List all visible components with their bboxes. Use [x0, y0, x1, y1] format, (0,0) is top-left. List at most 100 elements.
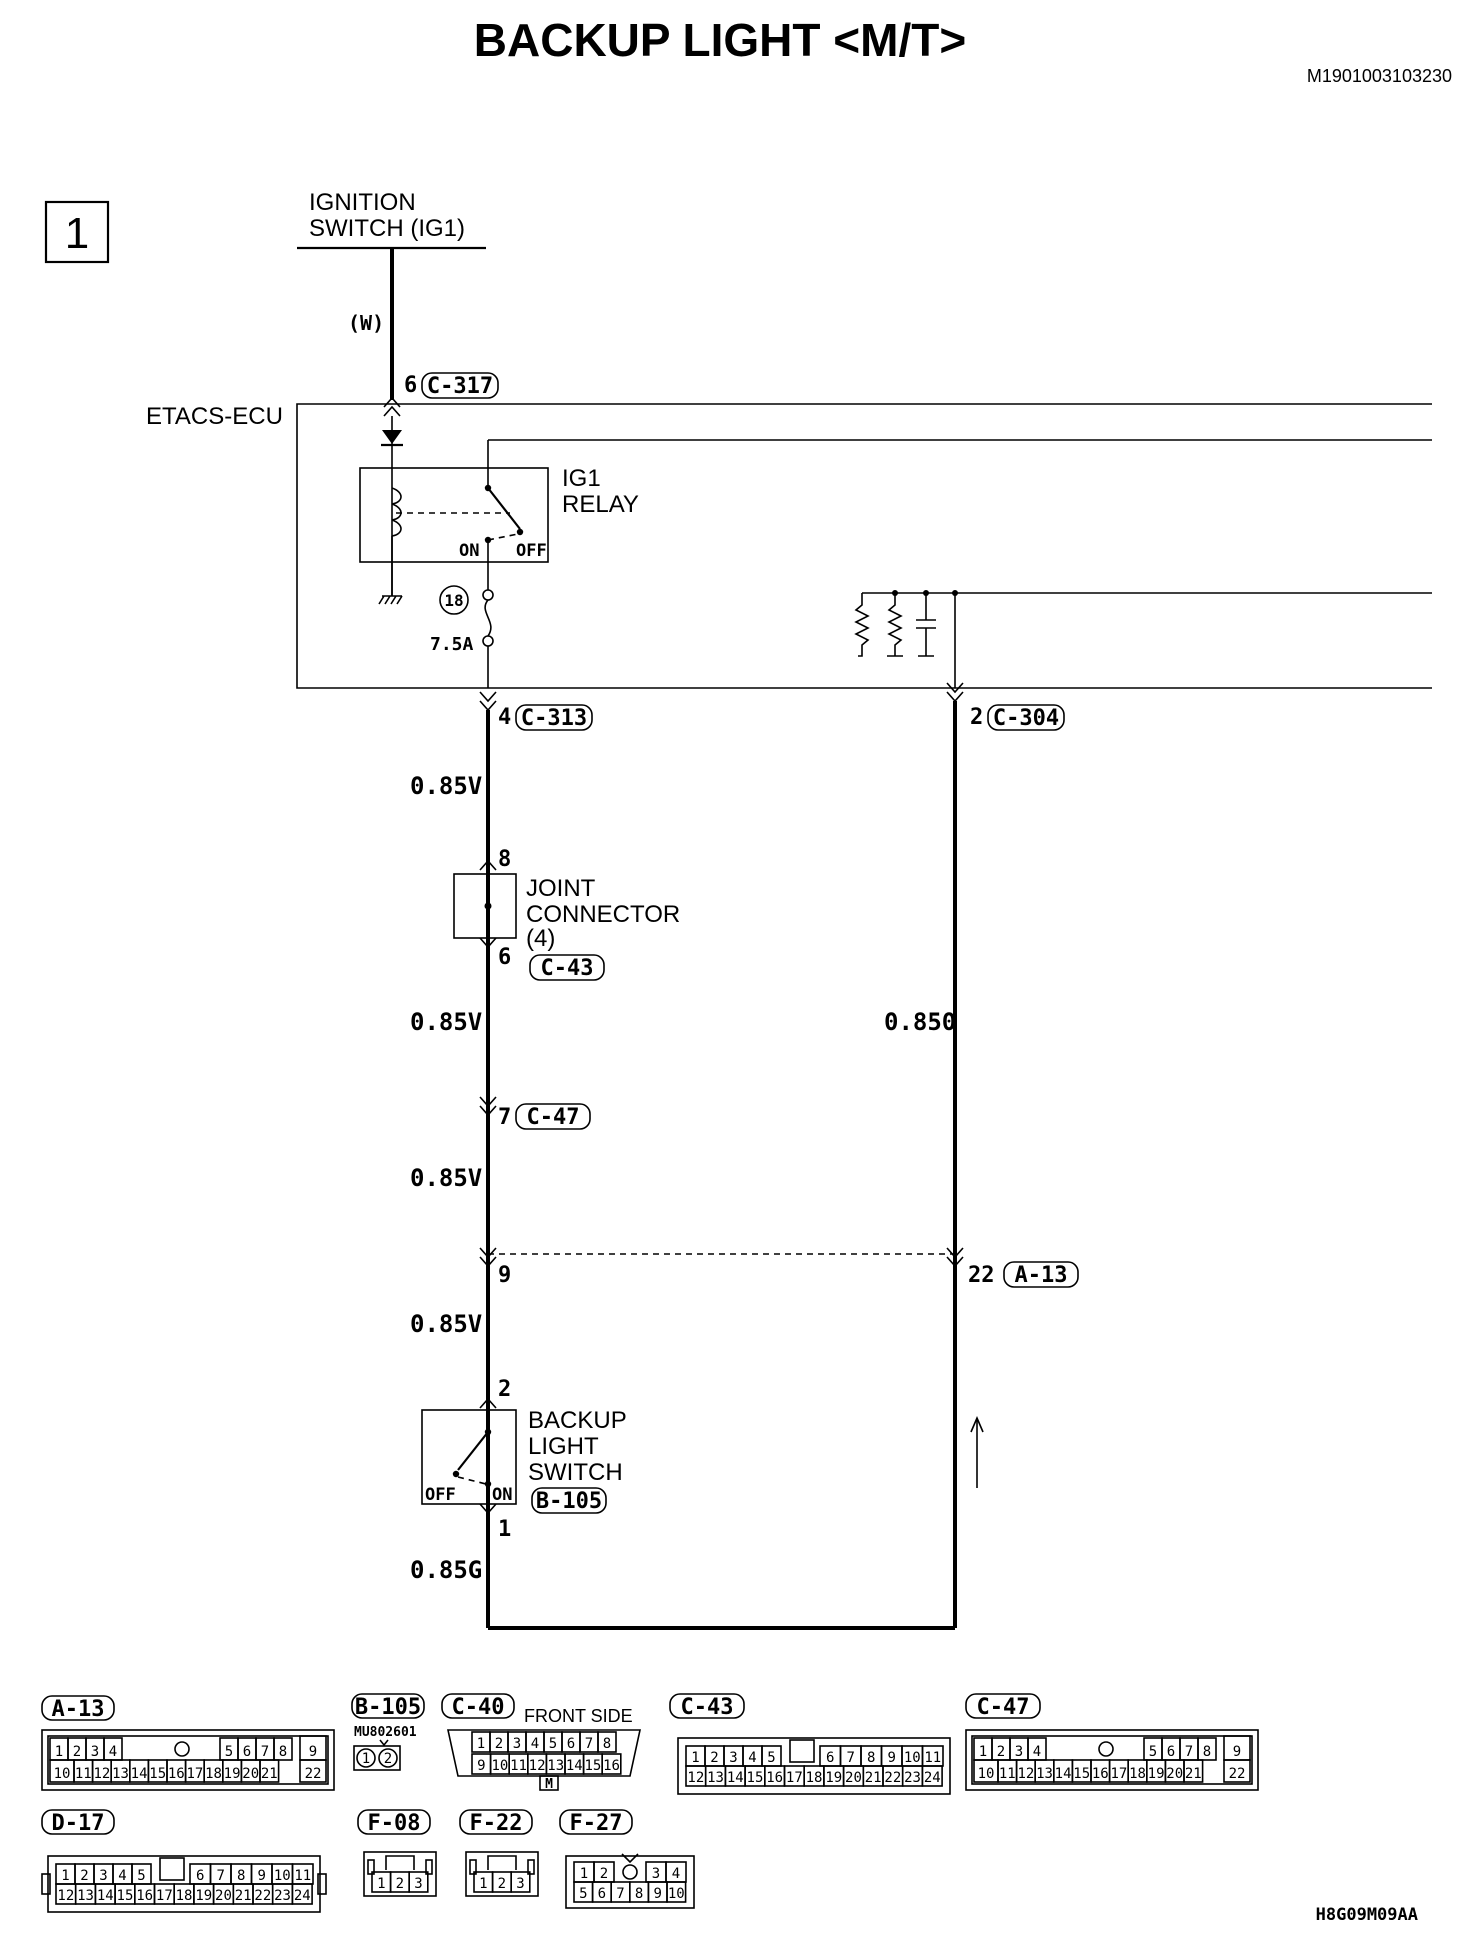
wire-label-5: 0.85G: [410, 1556, 482, 1584]
a13-pin-2: 2: [73, 1744, 81, 1760]
fuse-icon: [484, 599, 492, 637]
c43-pin-3: 3: [729, 1750, 737, 1766]
c40-pin-16: 16: [603, 1758, 620, 1774]
joint-connector-junction: [484, 902, 492, 910]
a13-pin-3: 3: [91, 1744, 99, 1760]
conn-tag-c40-label: C-40: [452, 1695, 505, 1720]
d17-pin-1: 1: [61, 1868, 69, 1884]
f22-housing: [465, 1851, 539, 1897]
fuse-number-circle: [439, 585, 469, 615]
joint-pin-6: 6: [498, 945, 511, 970]
d17-pin-19: 19: [195, 1888, 212, 1904]
conn-tag-d17: [41, 1809, 115, 1835]
conn-tag-f27-label: F-27: [570, 1811, 623, 1836]
relay-label-2: RELAY: [562, 491, 639, 518]
switch-pin-2: 2: [498, 1377, 511, 1402]
a13-pin-22: 22: [305, 1766, 322, 1782]
conn-tag-f27: [559, 1809, 633, 1835]
c43-pin-13: 13: [707, 1770, 724, 1786]
d17-housing: [47, 1855, 321, 1913]
connector-mark-switch-bottom: [479, 1503, 497, 1515]
connector-mark-c47: [479, 1096, 497, 1117]
switch-arm: [457, 1431, 489, 1471]
c47-pin-14: 14: [1055, 1766, 1072, 1782]
c43-housing: [677, 1737, 951, 1795]
conn-tag-f22: [459, 1809, 533, 1835]
c40-pin-12: 12: [529, 1758, 546, 1774]
a13-inner: [47, 1735, 329, 1785]
conn-label-c47: C-47: [527, 1105, 580, 1130]
switch-label-2: LIGHT: [528, 1433, 599, 1460]
conn-tag-c43: [669, 1693, 745, 1719]
c47-housing: [965, 1729, 1259, 1791]
d17-pin-6: 6: [196, 1868, 204, 1884]
c47-pin-10: 10: [978, 1766, 995, 1782]
switch-label-1: BACKUP: [528, 1407, 627, 1434]
c40-pin-7: 7: [585, 1736, 593, 1752]
c47-pin-22: 22: [1229, 1766, 1246, 1782]
conn-box-b105: [531, 1487, 607, 1514]
conn-tag-f08-label: F-08: [368, 1811, 421, 1836]
f08-rib-right: [425, 1859, 433, 1875]
c47-pin-13: 13: [1036, 1766, 1053, 1782]
d17-ear-left: [41, 1873, 51, 1895]
b105-housing: [353, 1745, 401, 1771]
connector-mark-joint-top: [479, 859, 497, 871]
a13-pin-15: 15: [149, 1766, 166, 1782]
c40-pin-11: 11: [510, 1758, 527, 1774]
c40-pin-1: 1: [477, 1736, 485, 1752]
joint-label-2: CONNECTOR: [526, 901, 680, 928]
d17-pin-18: 18: [176, 1888, 193, 1904]
a13-lock-icon: [174, 1741, 190, 1757]
conn-box-c317: [421, 372, 499, 399]
wire-label-right: 0.850: [884, 1008, 956, 1036]
switch-label-3: SWITCH: [528, 1459, 623, 1486]
c47-cell-8: [1197, 1737, 1217, 1761]
a13-pin-9: 9: [309, 1744, 317, 1760]
conn-tag-f22-label: F-22: [470, 1811, 523, 1836]
a13-pin-17: 17: [186, 1766, 203, 1782]
a13-pin-9: 9: [498, 1263, 511, 1288]
c43-lock-icon: [789, 1739, 815, 1763]
d17-lock-icon: [159, 1857, 185, 1881]
c47-pin-1: 1: [979, 1744, 987, 1760]
c47-pin-21: 21: [1185, 1766, 1202, 1782]
relay-off-label: OFF: [516, 541, 547, 561]
c40-pin-4: 4: [531, 1736, 539, 1752]
f27-lock-icon: [622, 1864, 638, 1880]
f22-pin-3: 3: [516, 1876, 524, 1892]
switch-off-contact: [452, 1470, 460, 1478]
d17-pin-24: 24: [294, 1888, 311, 1904]
d17-pin-20: 20: [215, 1888, 232, 1904]
conn-box-c313: [515, 704, 593, 731]
c43-pin-16: 16: [766, 1770, 783, 1786]
f08-cell-3: [408, 1871, 429, 1893]
b105-key: [379, 1739, 389, 1747]
c40-pin-5: 5: [549, 1736, 557, 1752]
relay-contact-dash: [487, 533, 519, 541]
b105-part-number: MU802601: [354, 1725, 417, 1740]
joint-label-1: JOINT: [526, 875, 596, 902]
relay-on-label: ON: [459, 541, 479, 561]
resistor-icon-1: [854, 593, 870, 657]
d17-pin-15: 15: [117, 1888, 134, 1904]
f22-rib-left: [469, 1859, 477, 1875]
f08-pin-2: 2: [396, 1876, 404, 1892]
f27-pin-3: 3: [652, 1866, 660, 1882]
c43-pin-12: 12: [687, 1770, 704, 1786]
f27-pin-9: 9: [653, 1886, 661, 1902]
f27-key: [621, 1853, 639, 1864]
current-flow-arrowhead: [970, 1415, 984, 1433]
relay-label-1: IG1: [562, 465, 601, 492]
a13-housing: [41, 1729, 335, 1791]
f27-cell-10: [666, 1881, 687, 1903]
fuse-end-bottom: [482, 635, 494, 647]
c43-pin-5: 5: [767, 1750, 775, 1766]
page-number-box: [44, 200, 110, 264]
connector-mark-a13-right: [946, 1247, 964, 1268]
c47-pin-8: 8: [1203, 1744, 1211, 1760]
ig1-relay-box: [359, 467, 549, 563]
joint-pin-8: 8: [498, 847, 511, 872]
